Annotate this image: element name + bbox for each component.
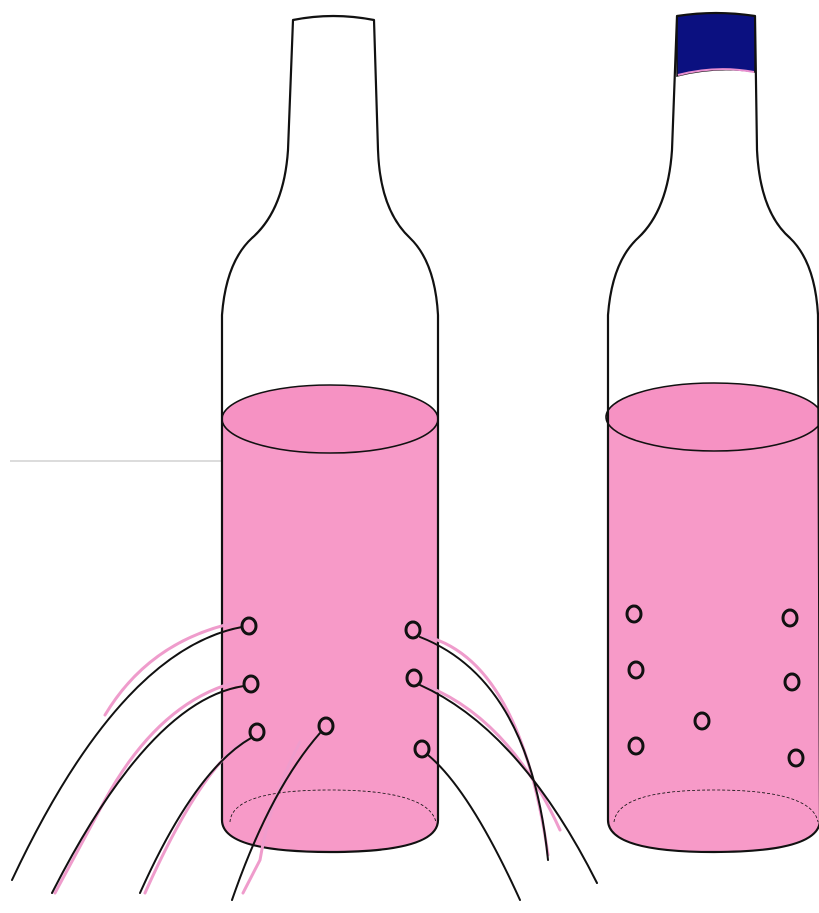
bottle-cap — [677, 13, 755, 76]
open-bottle — [12, 16, 597, 900]
open-bottle-liquid — [222, 420, 438, 852]
stream — [420, 637, 548, 860]
capped-bottle — [606, 13, 819, 852]
stream — [12, 627, 242, 880]
stream — [52, 686, 244, 893]
open-bottle-liquid-surface — [222, 385, 438, 453]
capped-bottle-liquid-surface — [606, 383, 819, 451]
stream — [428, 755, 520, 900]
capped-bottle-liquid — [608, 420, 819, 852]
